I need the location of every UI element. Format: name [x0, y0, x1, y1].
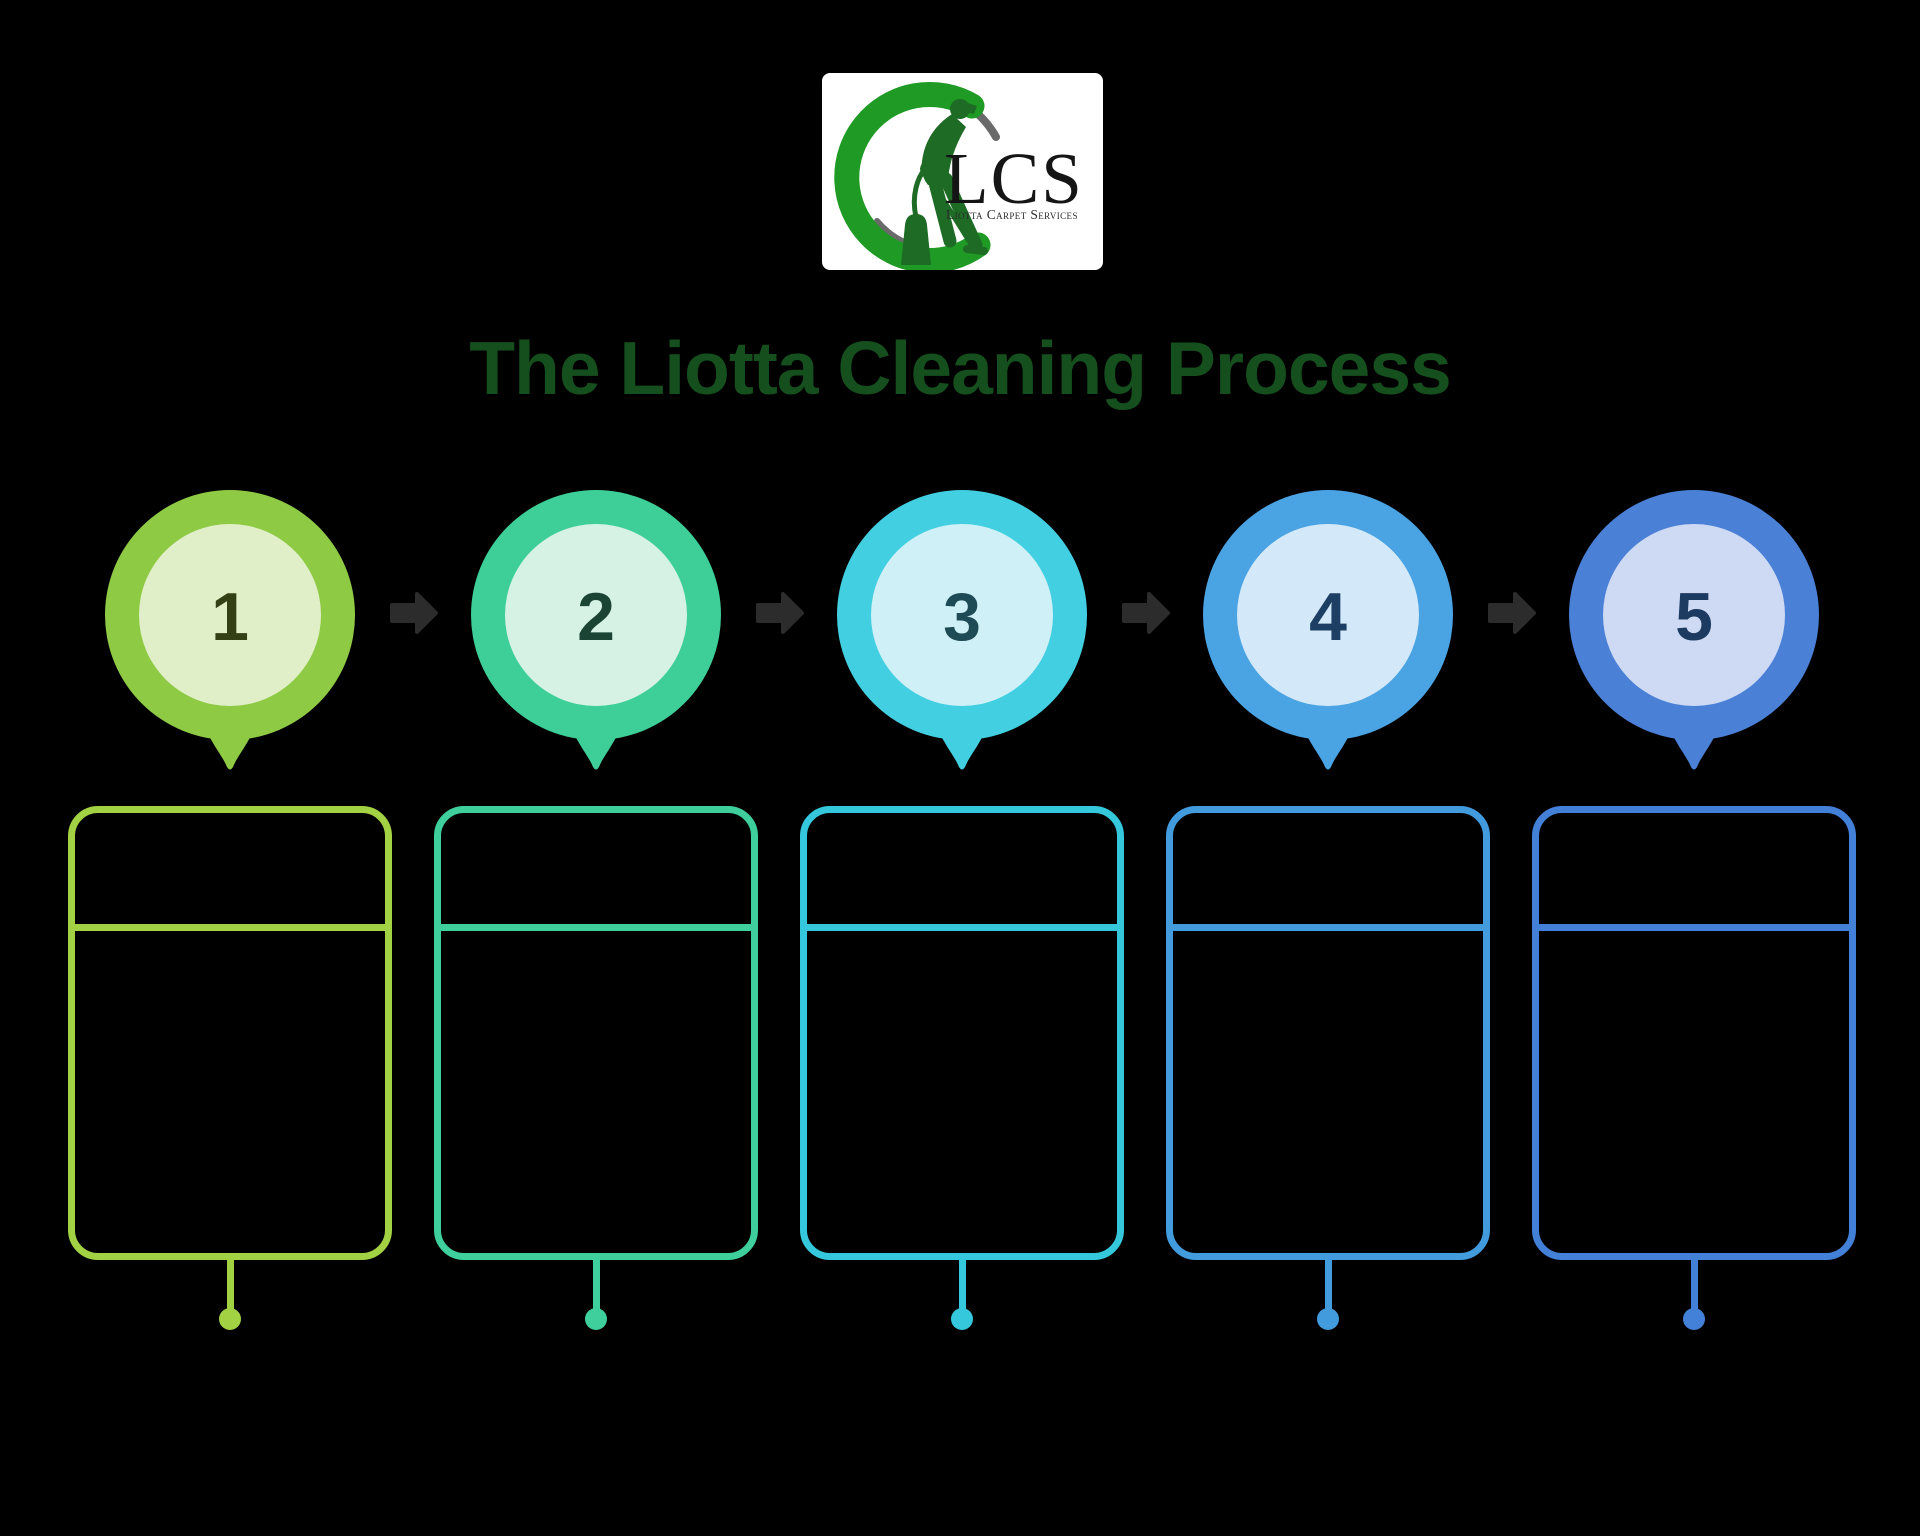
- step-number: 2: [577, 579, 615, 655]
- bubble-inner: [871, 524, 1053, 706]
- arrow-right-icon: [1122, 592, 1170, 634]
- step-bubble-2: 2: [471, 490, 721, 770]
- step-card-1: [68, 806, 392, 1260]
- page-title: The Liotta Cleaning Process: [469, 326, 1452, 410]
- step-bubble-1: 1: [105, 490, 355, 770]
- step-bubble-5: 5: [1569, 490, 1819, 770]
- bubble-inner: [1237, 524, 1419, 706]
- card-header-divider: [75, 813, 385, 931]
- bubble-inner: [505, 524, 687, 706]
- card-stem: [1325, 1258, 1332, 1310]
- card-stem: [959, 1258, 966, 1310]
- card-dot: [585, 1308, 607, 1330]
- logo-acronym: LCS: [944, 138, 1084, 219]
- card-dot: [1683, 1308, 1705, 1330]
- card-header-divider: [441, 813, 751, 931]
- card-dot: [1317, 1308, 1339, 1330]
- step-number: 1: [211, 579, 249, 655]
- logo-tagline: Liotta Carpet Services: [946, 207, 1078, 222]
- step-bubble-3: 3: [837, 490, 1087, 770]
- cleaner-silhouette-icon: [901, 99, 988, 265]
- card-stem: [227, 1258, 234, 1310]
- step-number: 3: [943, 579, 981, 655]
- step-bubble-4: 4: [1203, 490, 1453, 770]
- bubble-inner: [139, 524, 321, 706]
- bubble-inner: [1603, 524, 1785, 706]
- arrow-right-icon: [1488, 592, 1536, 634]
- card-dot: [219, 1308, 241, 1330]
- step-card-2: [434, 806, 758, 1260]
- lcs-logo: LCS Liotta Carpet Services: [822, 73, 1103, 270]
- card-header-divider: [807, 813, 1117, 931]
- arrow-right-icon: [756, 592, 804, 634]
- step-number: 5: [1675, 579, 1713, 655]
- step-card-4: [1166, 806, 1490, 1260]
- card-header-divider: [1173, 813, 1483, 931]
- arrow-right-icon: [390, 592, 438, 634]
- card-stem: [593, 1258, 600, 1310]
- logo-card: [822, 73, 1103, 270]
- card-dot: [951, 1308, 973, 1330]
- step-number: 4: [1309, 579, 1347, 655]
- step-card-5: [1532, 806, 1856, 1260]
- card-header-divider: [1539, 813, 1849, 931]
- step-card-3: [800, 806, 1124, 1260]
- card-stem: [1691, 1258, 1698, 1310]
